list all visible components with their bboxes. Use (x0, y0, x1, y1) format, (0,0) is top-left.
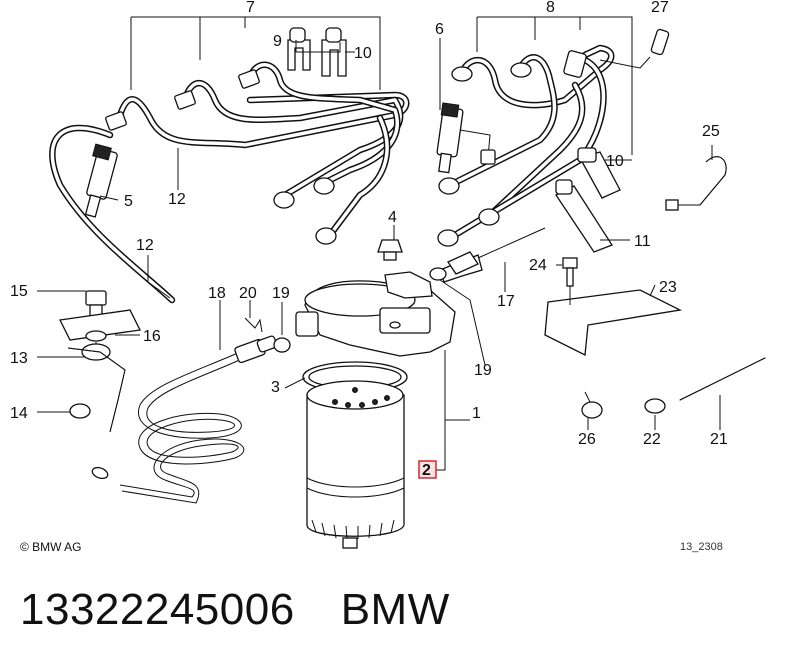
callout-3: 3 (271, 379, 280, 396)
pipe-nut (313, 177, 335, 195)
injection-lines-right (436, 44, 615, 247)
callout-15: 15 (10, 283, 28, 300)
bracket-24 (544, 257, 683, 357)
callout-19-right: 19 (474, 362, 492, 379)
injector-sensor (563, 50, 587, 78)
hose-21 (581, 357, 766, 419)
banjo-group-left (59, 290, 141, 433)
callout-21: 21 (710, 431, 728, 448)
callout-8: 8 (546, 0, 555, 16)
callout-22: 22 (643, 431, 661, 448)
callout-13: 13 (10, 350, 28, 367)
pipe-nut (451, 66, 473, 82)
pipe-nut (510, 62, 532, 78)
pipe-nut (315, 227, 337, 245)
callout-labels: 7 9 10 8 27 6 10 25 5 12 4 11 12 24 15 1… (10, 0, 728, 479)
fuel-pipe-17 (447, 251, 479, 275)
callout-19-left: 19 (272, 285, 290, 302)
injection-lines-left (49, 61, 410, 304)
callout-14: 14 (10, 405, 28, 422)
callout-23: 27 (651, 0, 669, 16)
callout-18: 18 (208, 285, 226, 302)
callout-12-left: 12 (136, 237, 154, 254)
callout-1: 1 (472, 405, 481, 422)
clamp-20 (244, 317, 263, 333)
callout-20: 20 (239, 285, 257, 302)
figure-code: 13_2308 (680, 541, 723, 553)
brand-name: BMW (340, 585, 450, 634)
pipe-nut (238, 69, 260, 89)
highlighted-callout-2[interactable]: 2 (418, 460, 437, 479)
injector-right (436, 102, 496, 174)
callout-4: 4 (388, 209, 397, 226)
pipe-nut (174, 90, 196, 110)
callout-7: 7 (246, 0, 255, 16)
callout-12-top: 12 (168, 191, 186, 208)
callout-5: 5 (124, 193, 133, 210)
callout-2: 2 (422, 462, 431, 479)
fuel-filter-assembly (295, 227, 546, 549)
leader-lines (37, 16, 721, 471)
callout-26: 25 (702, 123, 720, 140)
pipe-nut (273, 191, 295, 209)
callout-9: 9 (273, 33, 282, 50)
coiled-fuel-line-18 (91, 335, 291, 504)
callout-10-right: 10 (606, 153, 624, 170)
pipe-clips-right (555, 147, 621, 253)
pipe-nut (437, 229, 459, 247)
callout-17: 17 (497, 293, 515, 310)
bracket-26 (665, 156, 727, 211)
caption: 13322245006 BMW (20, 585, 496, 635)
pipe-clips-top (287, 27, 347, 77)
callout-10-top: 10 (354, 45, 372, 62)
sleeve-23 (650, 28, 670, 56)
pipe-nut (105, 111, 127, 131)
callout-25: 24 (529, 257, 547, 274)
pipe-nut (478, 208, 500, 226)
part-number: 13322245006 (20, 585, 295, 634)
injector-left (84, 143, 118, 218)
callout-6: 6 (435, 21, 444, 38)
callout-11: 11 (634, 233, 651, 250)
copyright-notice: © BMW AG (20, 540, 82, 554)
pipe-nut (438, 177, 460, 195)
callout-16: 16 (143, 328, 161, 345)
callout-27: 26 (578, 431, 596, 448)
callout-24: 23 (659, 279, 677, 296)
